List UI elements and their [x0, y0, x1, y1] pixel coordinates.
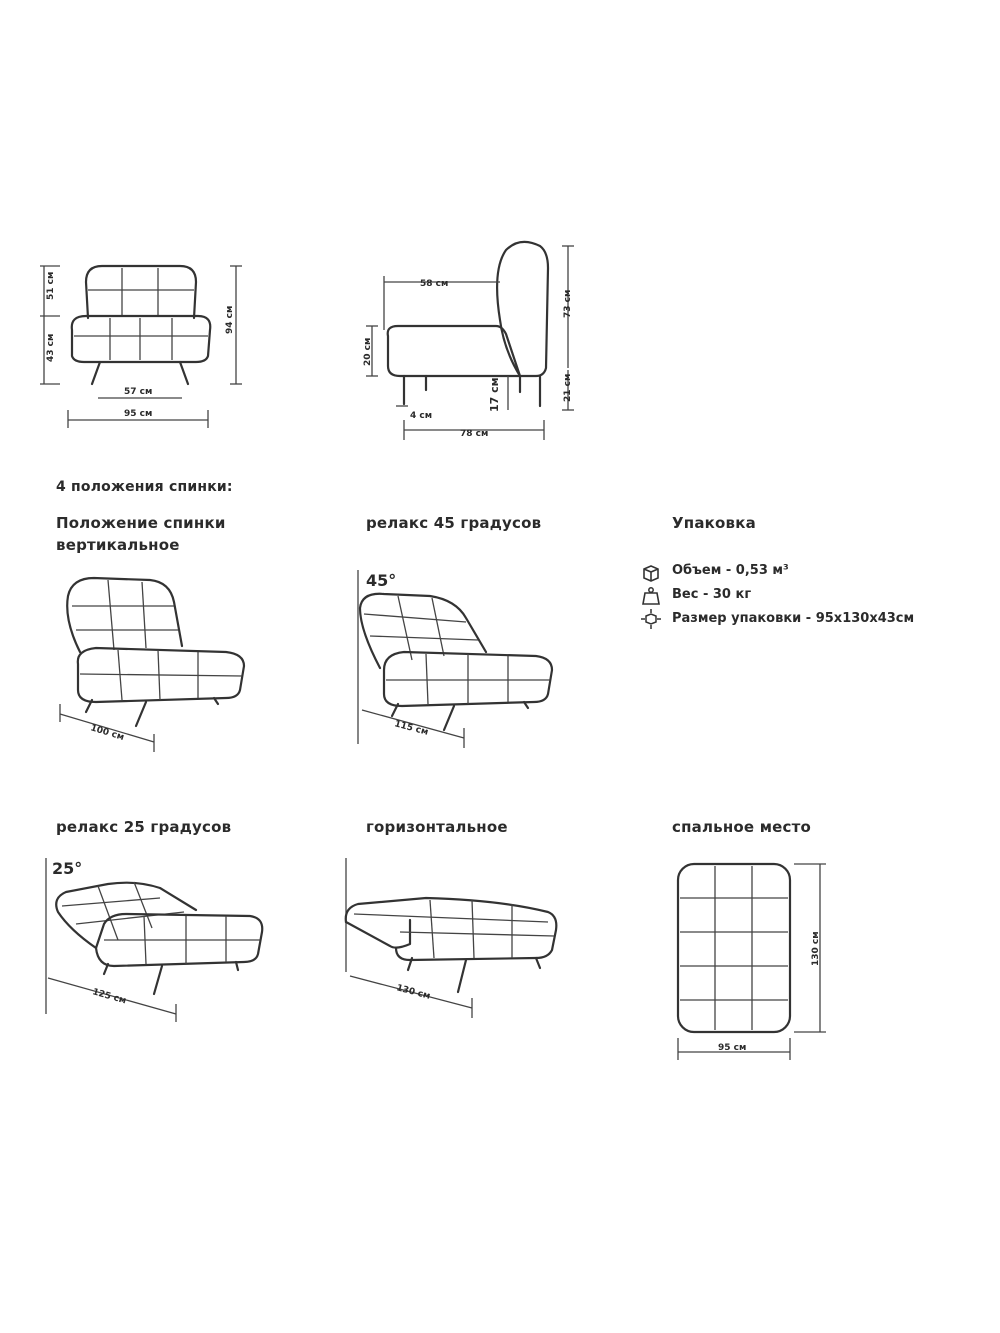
box-volume-icon — [643, 565, 659, 582]
position-vertical-label-2: вертикальное — [56, 536, 180, 554]
weight-icon — [642, 587, 660, 605]
package-size-icon — [641, 609, 661, 629]
angle-25-label: 25° — [52, 859, 82, 878]
side-depth-label: 78 см — [460, 429, 488, 439]
front-total-height-label: 94 см — [225, 306, 235, 334]
position-25-label: релакс 25 градусов — [56, 818, 232, 836]
position-horizontal-label: горизонтальное — [366, 818, 508, 836]
front-width-label: 95 см — [124, 409, 152, 419]
packaging-size: Размер упаковки - 95х130х43см — [672, 611, 915, 626]
position-45-label: релакс 45 градусов — [366, 514, 542, 532]
side-seat-height-label: 20 см — [363, 338, 373, 366]
section-title: 4 положения спинки: — [56, 479, 233, 495]
side-leg-height-label: 17 см — [488, 377, 501, 412]
packaging-volume: Объем - 0,53 м³ — [672, 563, 789, 578]
side-offset-label: 4 см — [410, 411, 432, 421]
packaging-weight: Вес - 30 кг — [672, 587, 752, 602]
angle-45-label: 45° — [366, 571, 396, 590]
sleeping-length-label: 130 см — [811, 931, 821, 966]
front-inner-width-label: 57 см — [124, 387, 152, 397]
sleeping-place-title: спальное место — [672, 818, 812, 836]
packaging-title: Упаковка — [672, 514, 756, 532]
side-base-height-label: 21 см — [563, 374, 573, 402]
position-vertical-label-1: Положение спинки — [56, 514, 226, 532]
front-back-height-label: 51 см — [46, 272, 56, 300]
front-seat-height-label: 43 см — [46, 334, 56, 362]
side-total-height-label: 73 см — [563, 290, 573, 318]
sleeping-width-label: 95 см — [718, 1043, 746, 1053]
side-seat-depth-label: 58 см — [420, 279, 448, 289]
